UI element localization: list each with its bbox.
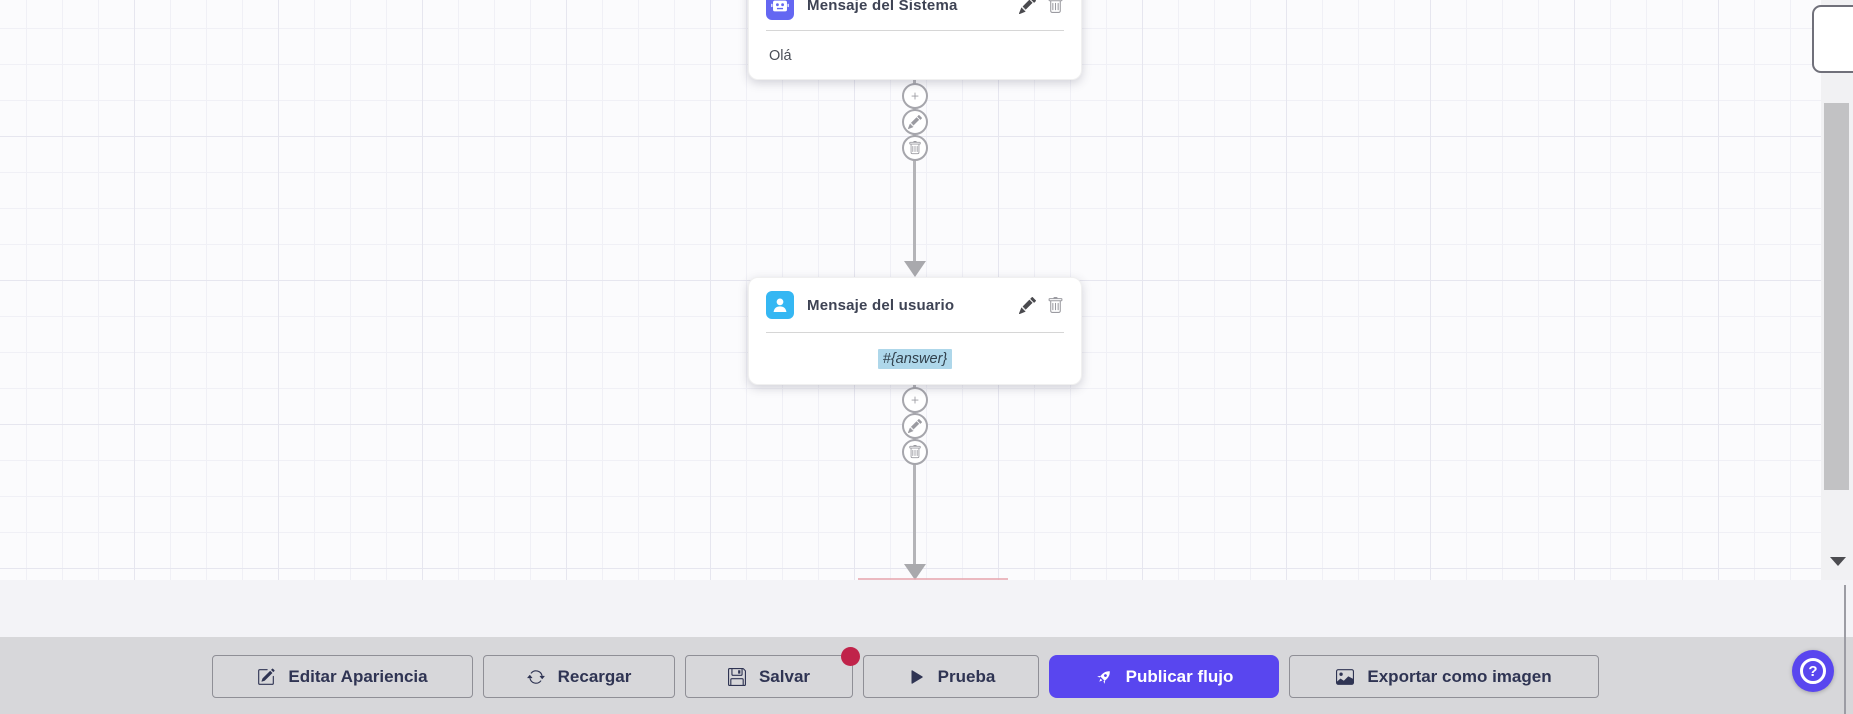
flow-canvas[interactable]: Mensaje del Sistema Olá Mensaje	[0, 0, 1853, 580]
delete-node-icon[interactable]	[1047, 296, 1064, 314]
node-title: Mensaje del usuario	[807, 296, 955, 314]
user-icon	[766, 291, 794, 319]
edit-connection-button[interactable]	[902, 109, 928, 135]
recargar-button[interactable]: Recargar	[483, 655, 675, 698]
play-icon	[907, 668, 925, 686]
minimap-panel	[1812, 5, 1853, 73]
node-title: Mensaje del Sistema	[807, 0, 958, 14]
editar-apariencia-button[interactable]: Editar Apariencia	[212, 655, 473, 698]
trash-icon	[909, 445, 921, 459]
publicar-flujo-button[interactable]: Publicar flujo	[1049, 655, 1279, 698]
node-mensaje-del-usuario[interactable]: Mensaje del usuario #{answer}	[748, 277, 1082, 385]
connector-arrow-icon	[904, 564, 926, 580]
save-icon	[727, 667, 746, 686]
toolbar-button-row: Editar Apariencia Recargar Salvar Prueba	[212, 647, 1599, 698]
canvas-edge-indicator	[858, 578, 1008, 580]
node-content: Olá	[769, 47, 792, 64]
trash-icon	[909, 141, 921, 155]
unsaved-changes-badge	[841, 647, 860, 666]
pencil-icon	[908, 115, 922, 129]
variable-chip[interactable]: #{answer}	[877, 349, 953, 369]
refresh-icon	[526, 668, 545, 686]
delete-node-icon[interactable]	[1047, 0, 1064, 14]
image-icon	[1336, 668, 1355, 686]
robot-icon	[766, 0, 794, 20]
edit-connection-button[interactable]	[902, 413, 928, 439]
edit-square-icon	[257, 668, 275, 686]
bottom-toolbar: Editar Apariencia Recargar Salvar Prueba	[0, 637, 1853, 714]
prueba-button[interactable]: Prueba	[863, 655, 1039, 698]
exportar-como-imagen-button[interactable]: Exportar como imagen	[1289, 655, 1599, 698]
edit-node-icon[interactable]	[1019, 296, 1036, 314]
pencil-icon	[908, 419, 922, 433]
connector-line	[913, 385, 916, 564]
plus-icon	[911, 396, 919, 404]
help-button[interactable]: ?	[1792, 650, 1834, 692]
vertical-scrollbar[interactable]	[1821, 0, 1853, 580]
connector-line	[913, 80, 916, 262]
edit-node-icon[interactable]	[1019, 0, 1036, 14]
delete-connection-button[interactable]	[902, 135, 928, 161]
scrollbar-thumb[interactable]	[1824, 103, 1849, 490]
add-node-button[interactable]	[902, 387, 928, 413]
node-mensaje-del-sistema[interactable]: Mensaje del Sistema Olá	[748, 0, 1082, 80]
canvas-footer-strip	[0, 580, 1853, 637]
delete-connection-button[interactable]	[902, 439, 928, 465]
scrollbar-down-arrow-icon[interactable]	[1830, 557, 1846, 566]
salvar-button[interactable]: Salvar	[685, 647, 860, 698]
plus-icon	[911, 92, 919, 100]
window-edge-divider	[1844, 585, 1846, 714]
question-mark-icon: ?	[1800, 658, 1826, 684]
rocket-icon	[1095, 668, 1113, 686]
node-content: #{answer}	[749, 333, 1081, 385]
add-node-button[interactable]	[902, 83, 928, 109]
connector-arrow-icon	[904, 261, 926, 277]
